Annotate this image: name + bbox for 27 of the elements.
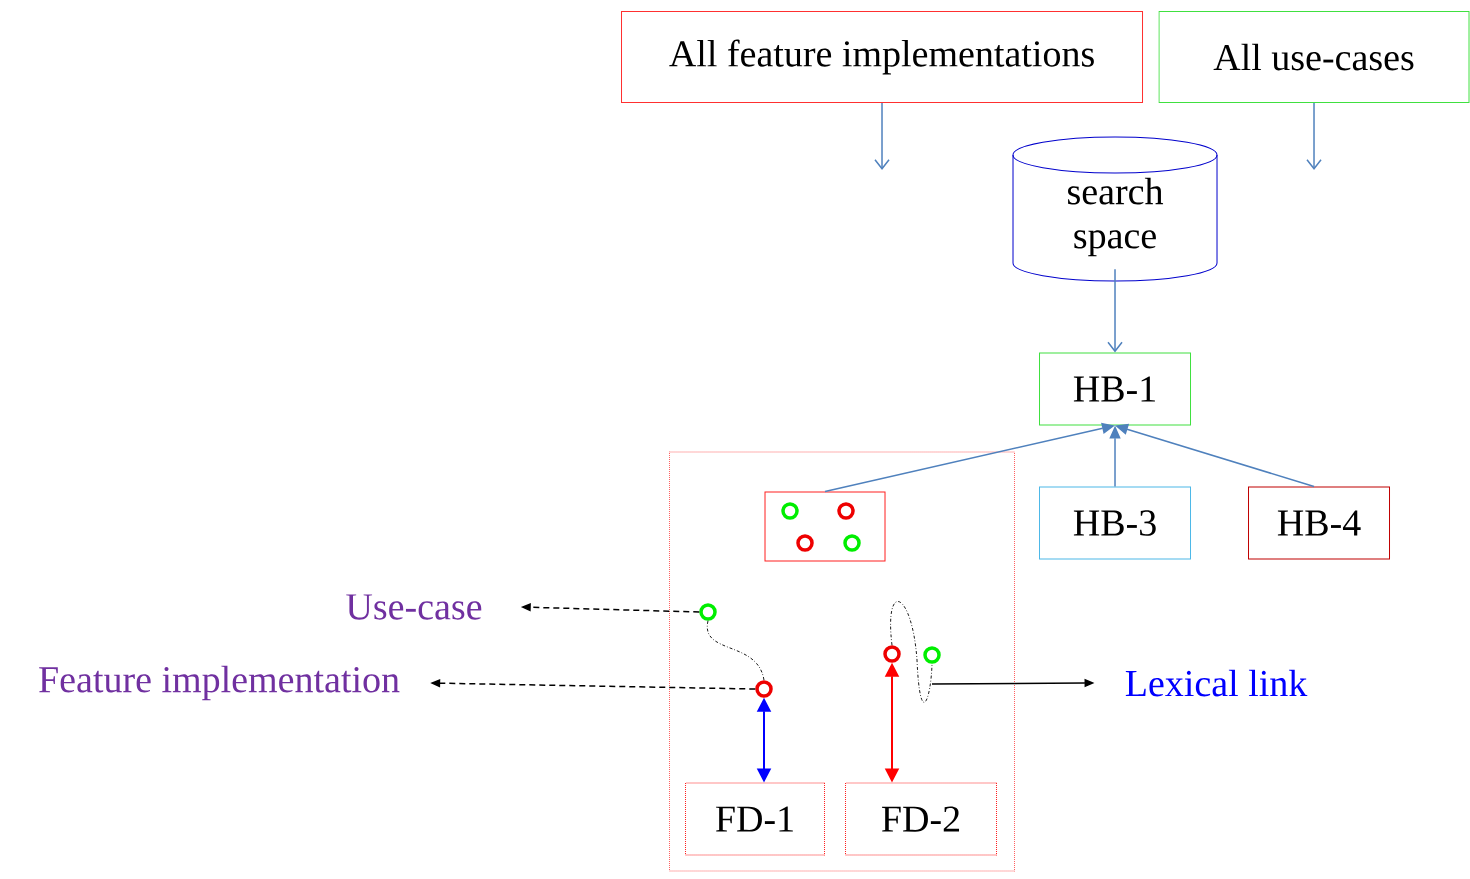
circle-marker	[796, 534, 814, 552]
text-box: FD-2	[845, 782, 997, 856]
text-box: FD-1	[685, 782, 825, 856]
dotted-curve	[890, 601, 933, 703]
text-box: All feature implementations	[621, 11, 1143, 103]
circle-marker	[699, 603, 717, 621]
node-label: search space	[1068, 177, 1164, 257]
circle-marker	[755, 680, 773, 698]
group-frame	[669, 451, 1015, 872]
circle-marker	[843, 534, 861, 552]
label-text: Use-case	[346, 594, 482, 620]
text-box: All use-cases	[1158, 11, 1470, 103]
text-box: HB-4	[1248, 486, 1390, 560]
circle-marker	[923, 646, 941, 664]
circle-marker	[883, 645, 901, 663]
arrow	[874, 102, 890, 170]
circle-marker	[781, 502, 799, 520]
circle-marker	[837, 502, 855, 520]
arrow	[1107, 268, 1123, 353]
arrow	[1306, 102, 1322, 170]
text-box: HB-3	[1039, 486, 1191, 560]
dotted-curve	[706, 620, 765, 681]
text-box: HB-1	[1039, 352, 1191, 426]
label-text: Feature implementation	[39, 665, 400, 701]
database-cylinder: search space	[1012, 136, 1218, 282]
label-text: Lexical link	[1125, 669, 1308, 697]
circle-group-box	[764, 491, 886, 562]
